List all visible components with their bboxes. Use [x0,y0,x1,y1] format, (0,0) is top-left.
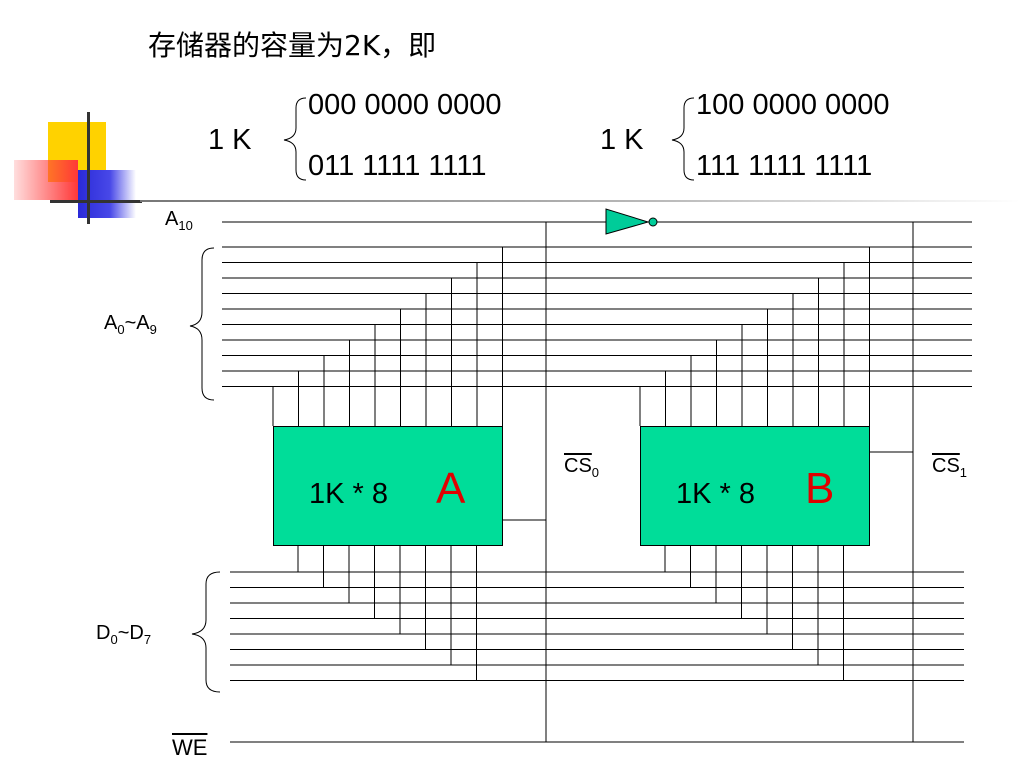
address-bus-brace [189,247,215,401]
page-title: 存储器的容量为2K，即 [148,29,437,62]
range-a-k-label: 1 K [208,124,252,156]
inverter-bubble [648,217,658,227]
chip-b-letter: B [805,464,835,513]
a10-label: A10 [165,208,193,233]
d0-d7-label: D0~D7 [96,622,152,647]
range-b-start: 100 0000 0000 [696,89,890,121]
data-bus-brace [191,571,221,693]
memory-chip-a [273,426,503,546]
inverter-icon [605,208,650,235]
range-b-end: 111 1111 1111 [696,150,873,182]
range-a-start: 000 0000 0000 [308,89,502,121]
chip-a-letter: A [436,464,466,513]
memory-chip-b [640,426,870,546]
range-a-brace [283,97,307,181]
a0-a9-label: A0~A9 [104,312,157,337]
range-b-k-label: 1 K [600,124,644,156]
range-b-brace [671,97,695,181]
cs0-label: CS0 [564,455,600,480]
chip-b-label: 1K * 8 [676,478,755,510]
range-a-end: 011 1111 1111 [308,150,487,182]
chip-a-label: 1K * 8 [309,478,388,510]
cs1-label: CS1 [932,455,968,480]
we-label: WE [172,735,208,760]
